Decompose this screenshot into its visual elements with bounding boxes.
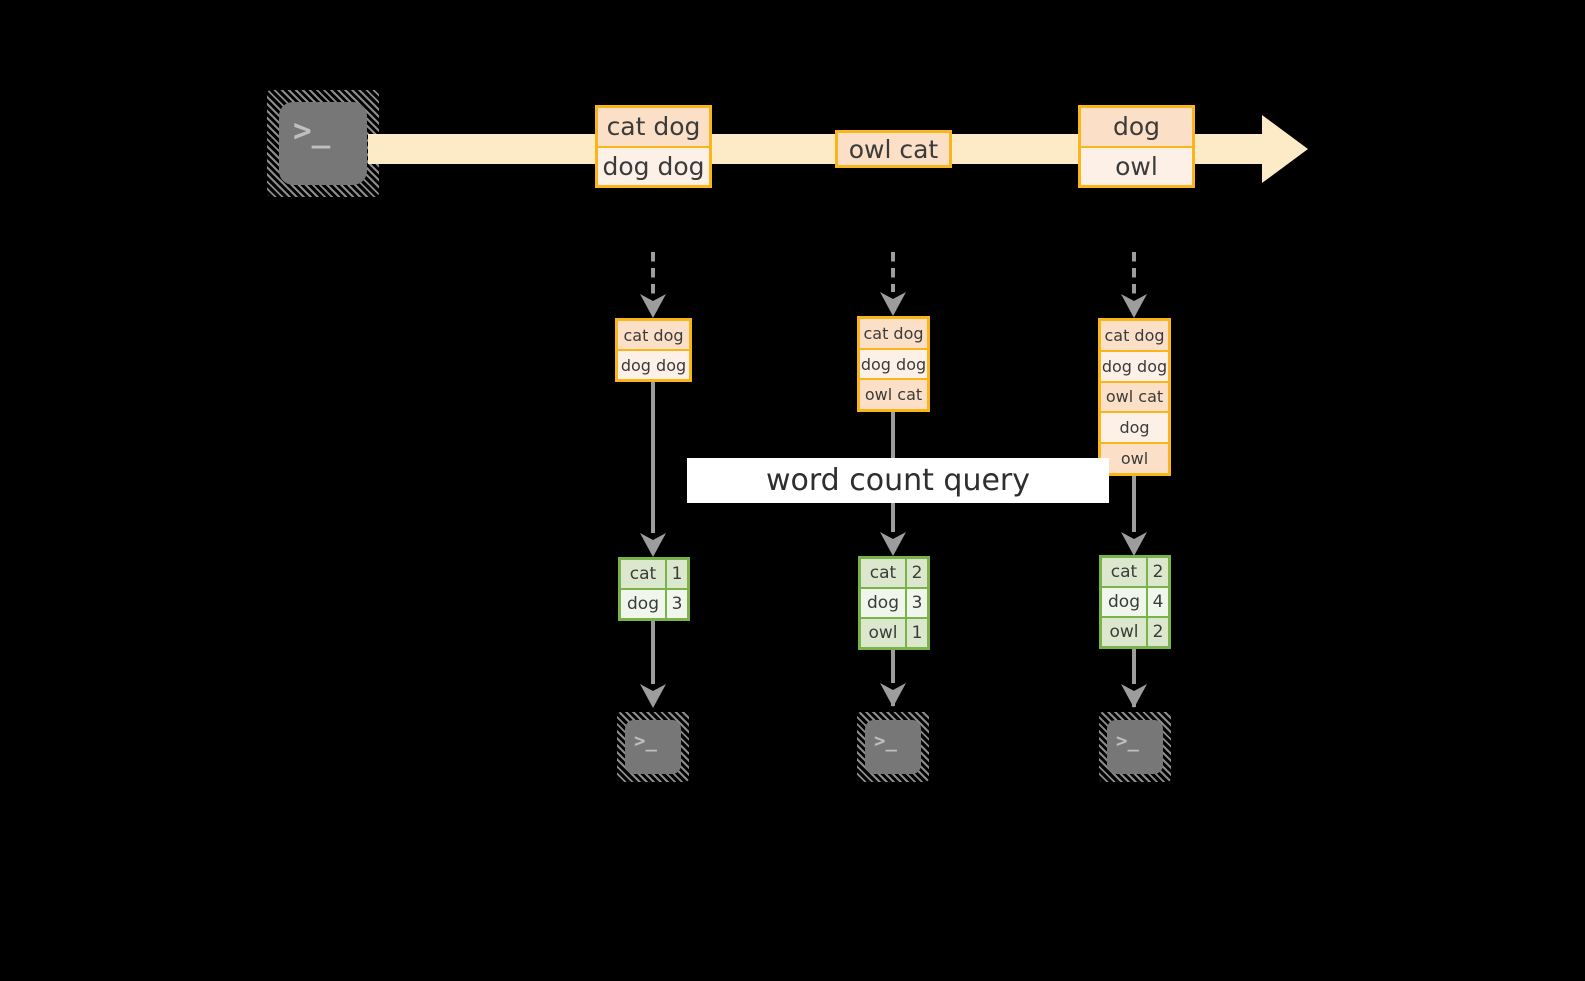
table-row: owl cat [860, 378, 927, 410]
count-cell: 2 [1146, 558, 1168, 586]
result-to-sink-arrowhead-2 [880, 683, 906, 707]
table-to-result-connector-3 [1132, 476, 1136, 536]
query-banner-label: word count query [765, 463, 1031, 498]
table-row: owl cat [1101, 380, 1168, 412]
record-line: owl cat [838, 133, 949, 165]
stream-to-table-connector-2 [891, 252, 895, 296]
table-row: dog [1101, 411, 1168, 443]
terminal-prompt-glyph: >_ [874, 730, 897, 752]
record-line: dog dog [598, 145, 709, 185]
record-line: owl [1081, 145, 1192, 185]
table-to-result-arrowhead-1 [640, 533, 666, 557]
terminal-prompt-glyph: >_ [1116, 730, 1139, 752]
result-table-1[interactable]: cat 1 dog 3 [618, 557, 690, 621]
unbounded-input-table-1[interactable]: cat dog dog dog [615, 318, 692, 382]
sink-terminal-icon-2: >_ [857, 712, 929, 782]
result-to-sink-connector-2 [891, 650, 895, 706]
terminal-prompt-glyph: >_ [293, 113, 331, 149]
result-to-sink-arrowhead-1 [640, 684, 666, 708]
unbounded-input-table-3[interactable]: cat dog dog dog owl cat dog owl [1098, 318, 1171, 476]
count-cell: 1 [905, 619, 927, 647]
terminal-prompt-glyph: >_ [634, 730, 657, 752]
word-cell: dog [1102, 588, 1146, 616]
table-row: dog 3 [621, 588, 687, 618]
word-cell: cat [1102, 558, 1146, 586]
table-row: owl 1 [861, 617, 927, 647]
count-cell: 1 [665, 560, 687, 588]
source-terminal-icon: >_ [267, 90, 379, 197]
sink-terminal-icon-1: >_ [617, 712, 689, 782]
stream-record-2[interactable]: owl cat [835, 130, 952, 168]
stream-to-table-connector-3 [1132, 252, 1136, 298]
word-cell: cat [861, 559, 905, 587]
table-to-result-arrowhead-2 [880, 532, 906, 556]
table-row: cat dog [860, 319, 927, 348]
word-cell: cat [621, 560, 665, 588]
table-to-result-arrowhead-3 [1121, 532, 1147, 556]
result-to-sink-connector-3 [1132, 649, 1136, 707]
table-row: dog dog [1101, 349, 1168, 381]
terminal-face [279, 102, 367, 185]
table-row: cat 1 [621, 560, 687, 588]
table-row: cat dog [618, 321, 689, 349]
table-row: cat dog [1101, 321, 1168, 350]
table-row: dog 4 [1102, 586, 1168, 616]
stream-to-table-arrowhead-1 [640, 294, 666, 318]
count-cell: 2 [905, 559, 927, 587]
table-row: owl [1101, 442, 1168, 473]
record-line: cat dog [598, 108, 709, 146]
terminal-face [1107, 720, 1163, 774]
stream-record-3[interactable]: dog owl [1078, 105, 1195, 188]
word-cell: dog [861, 589, 905, 617]
stream-to-table-arrowhead-3 [1121, 294, 1147, 318]
result-table-3[interactable]: cat 2 dog 4 owl 2 [1099, 555, 1171, 649]
stream-to-table-connector-1 [651, 252, 655, 298]
terminal-face [625, 720, 681, 774]
count-cell: 3 [905, 589, 927, 617]
table-to-result-connector-1 [651, 382, 655, 537]
word-cell: owl [861, 619, 905, 647]
record-line: dog [1081, 108, 1192, 146]
sink-terminal-icon-3: >_ [1099, 712, 1171, 782]
query-banner: word count query [687, 458, 1109, 503]
unbounded-input-table-2[interactable]: cat dog dog dog owl cat [857, 316, 930, 412]
result-to-sink-connector-1 [651, 621, 655, 687]
count-cell: 3 [665, 590, 687, 618]
terminal-face [865, 720, 921, 774]
table-row: dog dog [860, 347, 927, 379]
table-row: cat 2 [861, 559, 927, 587]
count-cell: 4 [1146, 588, 1168, 616]
table-row: cat 2 [1102, 558, 1168, 586]
count-cell: 2 [1146, 618, 1168, 646]
word-cell: owl [1102, 618, 1146, 646]
table-row: dog dog [618, 349, 689, 379]
table-row: owl 2 [1102, 616, 1168, 646]
stream-to-table-arrowhead-2 [880, 292, 906, 316]
result-to-sink-arrowhead-3 [1121, 684, 1147, 708]
word-cell: dog [621, 590, 665, 618]
table-row: dog 3 [861, 587, 927, 617]
result-table-2[interactable]: cat 2 dog 3 owl 1 [858, 556, 930, 650]
stream-record-1[interactable]: cat dog dog dog [595, 105, 712, 188]
stream-arrow-head-icon [1262, 115, 1308, 183]
